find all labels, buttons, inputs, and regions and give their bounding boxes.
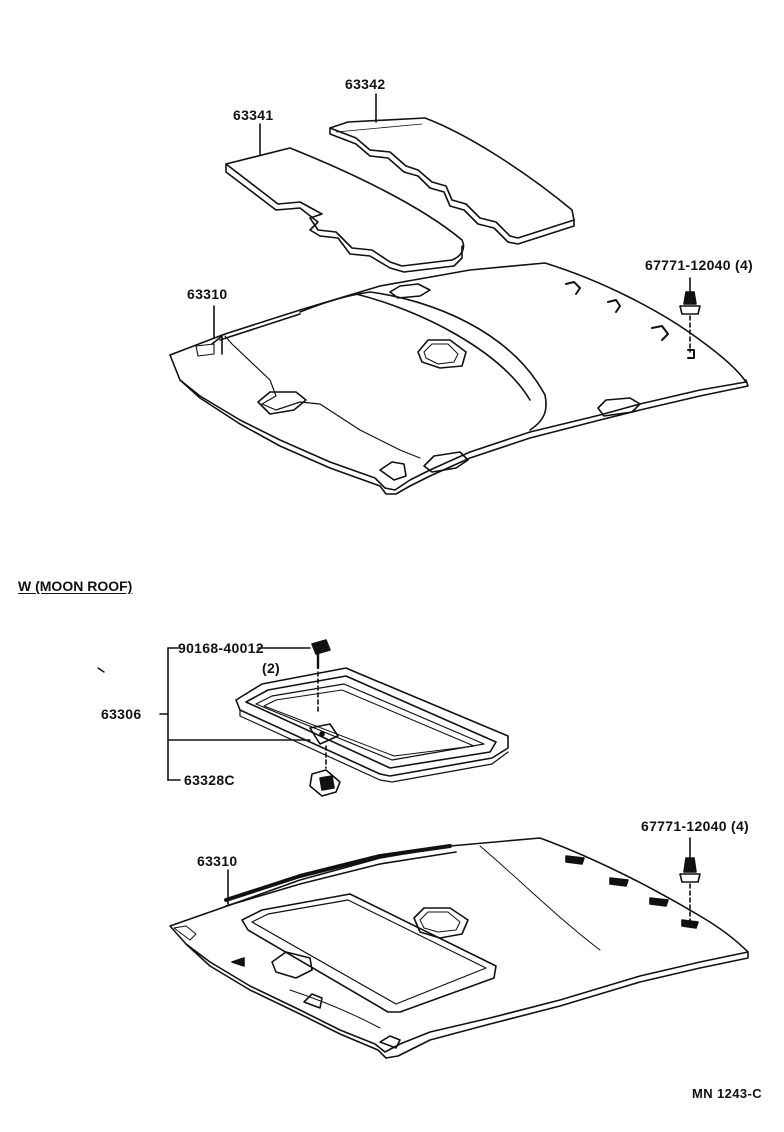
label-63342: 63342 bbox=[345, 76, 386, 92]
label-63328c: 63328C bbox=[184, 772, 235, 788]
label-63306: 63306 bbox=[101, 706, 142, 722]
section-title-moon-roof: W (MOON ROOF) bbox=[18, 578, 133, 594]
clip-67771-bottom-icon bbox=[679, 837, 701, 925]
moon-roof-trim-frame bbox=[235, 667, 509, 783]
label-clip-67771-bottom: 67771-12040 (4) bbox=[641, 818, 750, 834]
label-63310-top: 63310 bbox=[187, 286, 228, 302]
pad-63341-shape bbox=[225, 147, 465, 273]
pad-63342-shape bbox=[329, 117, 575, 245]
speck-mark bbox=[97, 667, 105, 673]
label-screw-90168: 90168-40012 bbox=[178, 640, 264, 656]
label-screw-qty: (2) bbox=[262, 660, 281, 676]
headliner-63310-moonroof-shape bbox=[169, 837, 749, 1059]
label-clip-67771-top: 67771-12040 (4) bbox=[645, 257, 754, 273]
label-63341: 63341 bbox=[233, 107, 274, 123]
headliner-63310-top-shape bbox=[169, 262, 749, 495]
clip-63328c-icon bbox=[309, 745, 341, 797]
diagram-code: MN 1243-C bbox=[692, 1086, 763, 1101]
label-63310-bottom: 63310 bbox=[197, 853, 238, 869]
bolt-90168-icon bbox=[311, 639, 331, 713]
clip-67771-top-icon bbox=[679, 277, 701, 353]
bracket-63306 bbox=[159, 647, 311, 781]
